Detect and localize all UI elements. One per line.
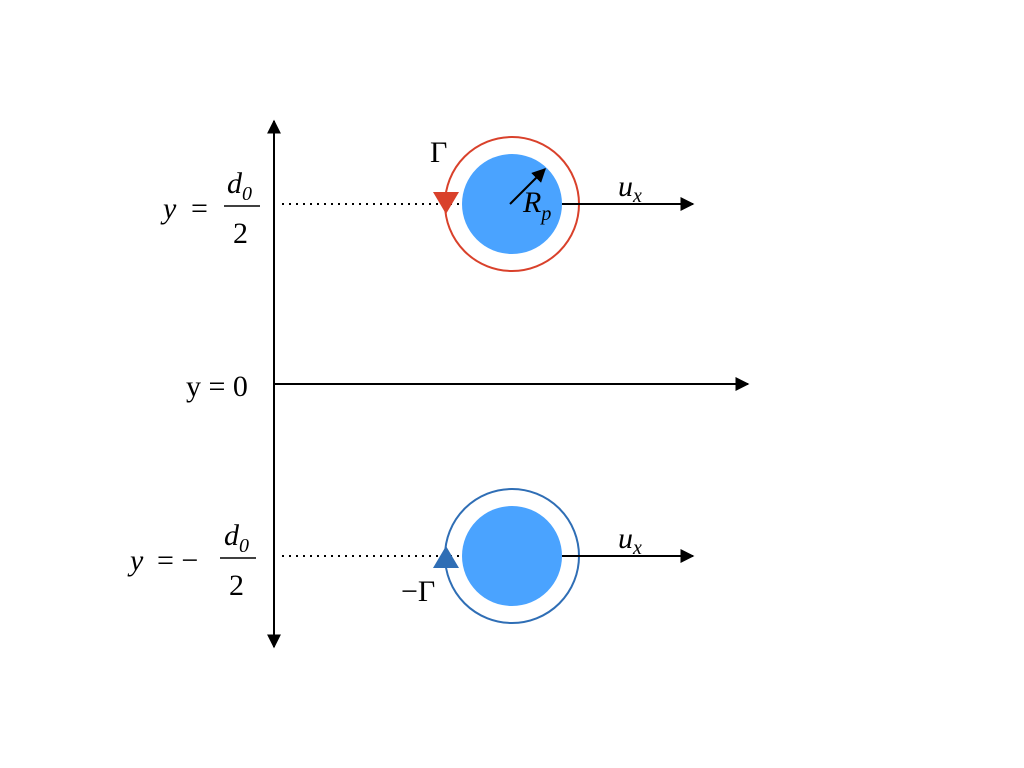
label-y-top-var: y (160, 192, 177, 225)
velocity-label-top: ux (618, 170, 642, 207)
label-y-top-denom: 2 (233, 217, 248, 250)
label-y-bottom-denom: 2 (229, 569, 244, 602)
label-y-top-numer: d0 (227, 167, 252, 205)
label-y-bottom-eq: = − (157, 544, 198, 577)
label-y-bottom: y = − d0 2 (127, 519, 256, 602)
label-y-bottom-numer: d0 (224, 519, 249, 557)
velocity-label-bottom: ux (618, 522, 642, 559)
radius-arrow (509, 168, 546, 205)
circulation-label-top: Γ (430, 136, 447, 169)
particle-bottom (462, 506, 562, 606)
label-y-zero: y = 0 (186, 370, 248, 403)
circulation-arrow-bottom (433, 546, 459, 568)
circulation-label-bottom: −Γ (401, 575, 435, 608)
circulation-arrow-top (433, 192, 459, 214)
label-y-top-eq: = (191, 192, 208, 225)
label-y-top: y = d0 2 (160, 167, 260, 250)
top-particle-group (433, 136, 695, 272)
radius-label: Rp (522, 186, 551, 225)
bottom-particle-group (433, 488, 695, 624)
label-y-bottom-var: y (127, 544, 144, 577)
